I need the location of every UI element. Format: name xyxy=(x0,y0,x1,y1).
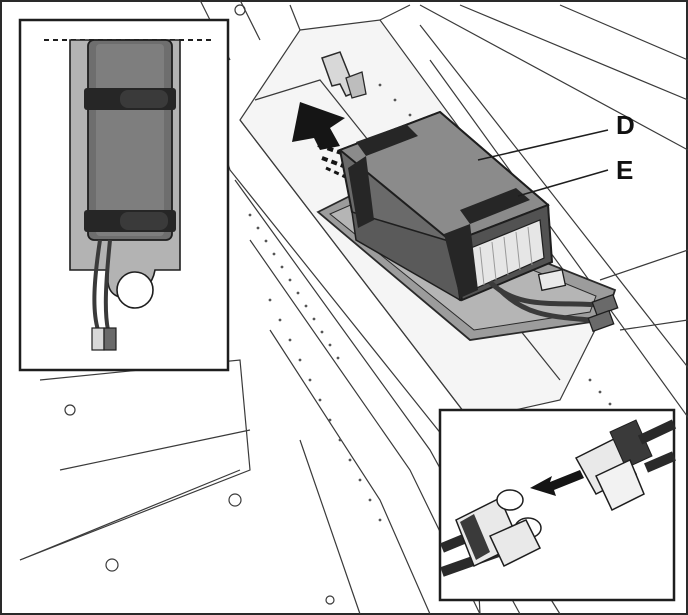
callout-E: E xyxy=(517,155,633,197)
callout-label-e: E xyxy=(616,155,633,185)
hatch-latch xyxy=(321,51,367,99)
left-connector xyxy=(455,489,542,568)
callout-label-d: D xyxy=(616,110,635,140)
battery-pack xyxy=(338,110,619,333)
connector-detail-inset xyxy=(438,408,677,602)
rivet-dots xyxy=(248,83,612,522)
right-connector xyxy=(574,419,677,512)
battery-top-view-inset xyxy=(18,18,230,372)
callout-D: D xyxy=(477,110,635,161)
connect-direction-arrow xyxy=(530,470,584,496)
